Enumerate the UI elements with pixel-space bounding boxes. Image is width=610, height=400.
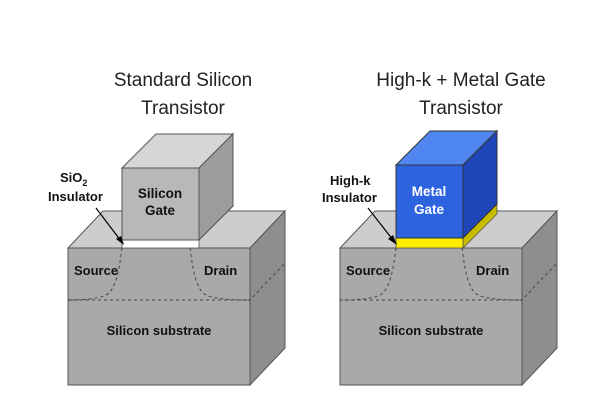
standard-drain-label: Drain <box>204 263 237 278</box>
highk-drain-label: Drain <box>476 263 509 278</box>
highk-gate-label-line2: Gate <box>414 202 445 217</box>
highk-insulator-arrow <box>367 207 394 241</box>
highk-insulator-label-line1: High-k <box>330 173 371 188</box>
highk-metal-gate-transistor: High-k + Metal Gate Transistor Metal Gat… <box>322 70 559 387</box>
standard-title-line2: Transistor <box>141 98 225 119</box>
highk-title-line1: High-k + Metal Gate <box>376 70 546 91</box>
highk-gate-label-line1: Metal <box>412 184 447 199</box>
standard-substrate-label: Silicon substrate <box>107 323 212 338</box>
highk-substrate-block <box>338 209 559 387</box>
standard-insulator-callout: SiO2 Insulator <box>48 170 124 245</box>
highk-insulator-callout: High-k Insulator <box>322 173 397 245</box>
standard-insulator-arrowhead <box>116 236 124 245</box>
highk-insulator-arrowhead <box>388 235 397 245</box>
highk-title-line2: Transistor <box>419 98 503 119</box>
highk-metal-gate: Metal Gate <box>394 129 499 240</box>
standard-insulator-arrow <box>95 207 122 242</box>
standard-gate-label-line2: Gate <box>145 203 176 218</box>
standard-gate-label-line1: Silicon <box>138 186 182 201</box>
standard-silicon-gate: Silicon Gate <box>120 132 235 242</box>
standard-transistor: Standard Silicon Transistor Silicon Gate <box>48 70 287 387</box>
highk-source-label: Source <box>346 263 390 278</box>
highk-substrate-label: Silicon substrate <box>379 323 484 338</box>
highk-insulator-label-line2: Insulator <box>322 190 377 205</box>
standard-insulator-label-line1: SiO2 <box>60 170 87 188</box>
standard-source-label: Source <box>74 263 118 278</box>
standard-title-line1: Standard Silicon <box>114 70 252 91</box>
standard-insulator-label-line2: Insulator <box>48 189 103 204</box>
